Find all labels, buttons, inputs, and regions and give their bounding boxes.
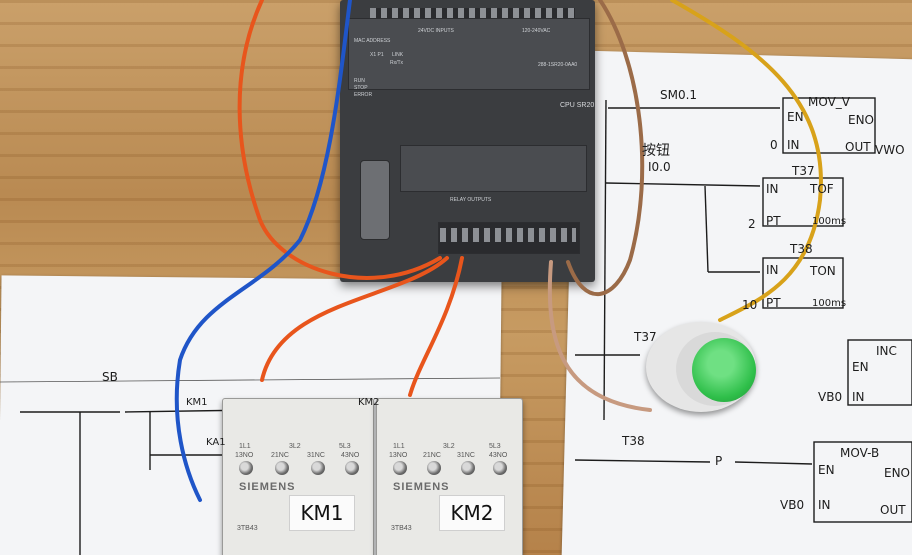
error-label: ERROR bbox=[354, 92, 373, 98]
mov-v-label: MOV_V bbox=[808, 95, 851, 109]
model-code: 3TB43 bbox=[391, 525, 412, 532]
ka1-label: KA1 bbox=[206, 437, 226, 448]
contactor-label: 3L2 bbox=[289, 443, 301, 450]
output-terminal-strip bbox=[440, 228, 576, 242]
km1-coil-label: KM1 bbox=[186, 397, 208, 408]
contactor-label: 13NO bbox=[389, 452, 408, 459]
order-number: 288-1SR20-0AA0 bbox=[538, 62, 578, 68]
plc-cpu-module: MAC ADDRESS 24VDC INPUTS 120-240VAC X1 P… bbox=[340, 0, 595, 282]
model-code: 3TB43 bbox=[237, 525, 258, 532]
contactor-label: 13NO bbox=[235, 452, 254, 459]
in4-label: IN bbox=[852, 390, 865, 404]
pt3-label: PT bbox=[766, 296, 781, 310]
t37-label: T37 bbox=[792, 164, 815, 178]
inputs-label: 24VDC INPUTS bbox=[418, 28, 454, 34]
contactor-label: 1L1 bbox=[239, 443, 251, 450]
brand-label: SIEMENS bbox=[393, 481, 450, 493]
contactor-km1: 1L1 3L2 5L3 13NO 21NC 31NC 43NO SIEMENS … bbox=[222, 398, 374, 555]
zero-label: 0 bbox=[770, 138, 778, 152]
km2-coil-label: KM2 bbox=[358, 397, 380, 408]
i00-label: I0.0 bbox=[648, 160, 671, 174]
movb-label: MOV-B bbox=[840, 446, 880, 460]
input-terminal-strip bbox=[370, 8, 575, 18]
out5-label: OUT bbox=[880, 503, 906, 517]
contactor-km2: 1L1 3L2 5L3 13NO 21NC 31NC 43NO SIEMENS … bbox=[376, 398, 523, 555]
out-label: OUT bbox=[845, 140, 871, 154]
x1-label: X1 P1 bbox=[370, 52, 384, 58]
link-label: LINK bbox=[392, 52, 404, 58]
contactor-label: 5L3 bbox=[339, 443, 351, 450]
mac-label: MAC ADDRESS bbox=[354, 38, 391, 44]
pt2-label: PT bbox=[766, 214, 781, 228]
ton-label: TON bbox=[810, 264, 836, 278]
ten-label: 10 bbox=[742, 298, 758, 312]
tof-label: TOF bbox=[810, 182, 834, 196]
sm01-label: SM0.1 bbox=[660, 88, 698, 102]
relay-outputs-label: RELAY OUTPUTS bbox=[450, 197, 492, 203]
ms2-label: 100ms bbox=[812, 298, 847, 309]
contactor-label: 31NC bbox=[457, 452, 475, 459]
en5-label: EN bbox=[818, 463, 835, 477]
en-label: EN bbox=[787, 110, 804, 124]
contactor-label: 21NC bbox=[423, 452, 441, 459]
t38-label: T38 bbox=[790, 242, 813, 256]
p-label: P bbox=[715, 454, 723, 468]
contactor-label: 43NO bbox=[341, 452, 360, 459]
run-label: RUN bbox=[354, 78, 365, 84]
vbo2-label: VB0 bbox=[780, 498, 805, 512]
contactor-label: 5L3 bbox=[489, 443, 501, 450]
km2-tag: KM2 bbox=[439, 495, 505, 531]
green-push-button bbox=[640, 318, 770, 418]
t38b-label: T38 bbox=[622, 434, 645, 448]
in2-label: IN bbox=[766, 182, 779, 196]
eno-label: ENO bbox=[848, 113, 875, 127]
rx-label: Rx/Tx bbox=[390, 60, 404, 66]
brand-label: SIEMENS bbox=[239, 481, 296, 493]
two-label: 2 bbox=[748, 217, 756, 231]
contactor-label: 31NC bbox=[307, 452, 325, 459]
stop-label: STOP bbox=[354, 85, 368, 91]
contactor-label: 21NC bbox=[271, 452, 289, 459]
in3-label: IN bbox=[766, 263, 779, 277]
contactor-label: 1L1 bbox=[393, 443, 405, 450]
sb-label: SB bbox=[102, 370, 118, 384]
km1-tag: KM1 bbox=[289, 495, 355, 531]
power-label: 120-240VAC bbox=[522, 28, 551, 34]
vbo1-label: VB0 bbox=[818, 390, 843, 404]
contactor-label: 43NO bbox=[489, 452, 508, 459]
vwo-label: VWO bbox=[875, 143, 905, 157]
serial-port bbox=[360, 160, 390, 240]
contactor-label: 3L2 bbox=[443, 443, 455, 450]
en4-label: EN bbox=[852, 360, 869, 374]
inc-label: INC bbox=[876, 344, 897, 358]
in-label: IN bbox=[787, 138, 800, 152]
in5-label: IN bbox=[818, 498, 831, 512]
ms1-label: 100ms bbox=[812, 216, 847, 227]
button-cn-label: 按钮 bbox=[642, 143, 670, 159]
eno5-label: ENO bbox=[884, 466, 911, 480]
cpu-model: CPU SR20 bbox=[560, 102, 595, 109]
t37b-label: T37 bbox=[634, 330, 657, 344]
